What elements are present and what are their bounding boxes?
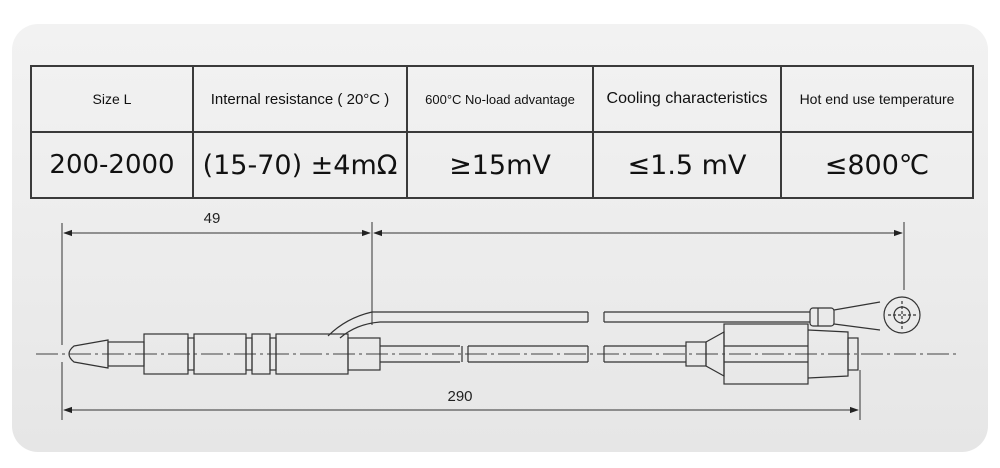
dimension-290: 290 [61,362,861,420]
header-cooling-characteristics: Cooling characteristics [592,65,782,133]
value-size: 200-2000 [30,131,194,199]
dimension-49-label: 49 [204,210,221,227]
probe-body [68,333,686,375]
dimension-290-label: 290 [447,388,472,405]
value-hot-end-temperature: ≤800℃ [780,131,974,199]
header-row: Size L Internal resistance ( 20°C ) 600°… [30,65,974,133]
value-cooling-characteristics: ≤1.5 mV [592,131,782,199]
dimension-49: 49 [61,210,905,345]
header-hot-end-temperature: Hot end use temperature [780,65,974,133]
cold-end-connector [685,323,859,385]
header-no-load-advantage: 600°C No-load advantage [406,65,594,133]
ring-terminal [809,296,921,334]
lead-wire [327,311,810,339]
value-row: 200-2000 (15-70) ±4mΩ ≥15mV ≤1.5 mV ≤800… [30,131,974,199]
header-size: Size L [30,65,194,133]
value-no-load-advantage: ≥15mV [406,131,594,199]
spec-table: Size L Internal resistance ( 20°C ) 600°… [30,65,974,199]
value-internal-resistance: (15-70) ±4mΩ [192,131,408,199]
header-internal-resistance: Internal resistance ( 20°C ) [192,65,408,133]
